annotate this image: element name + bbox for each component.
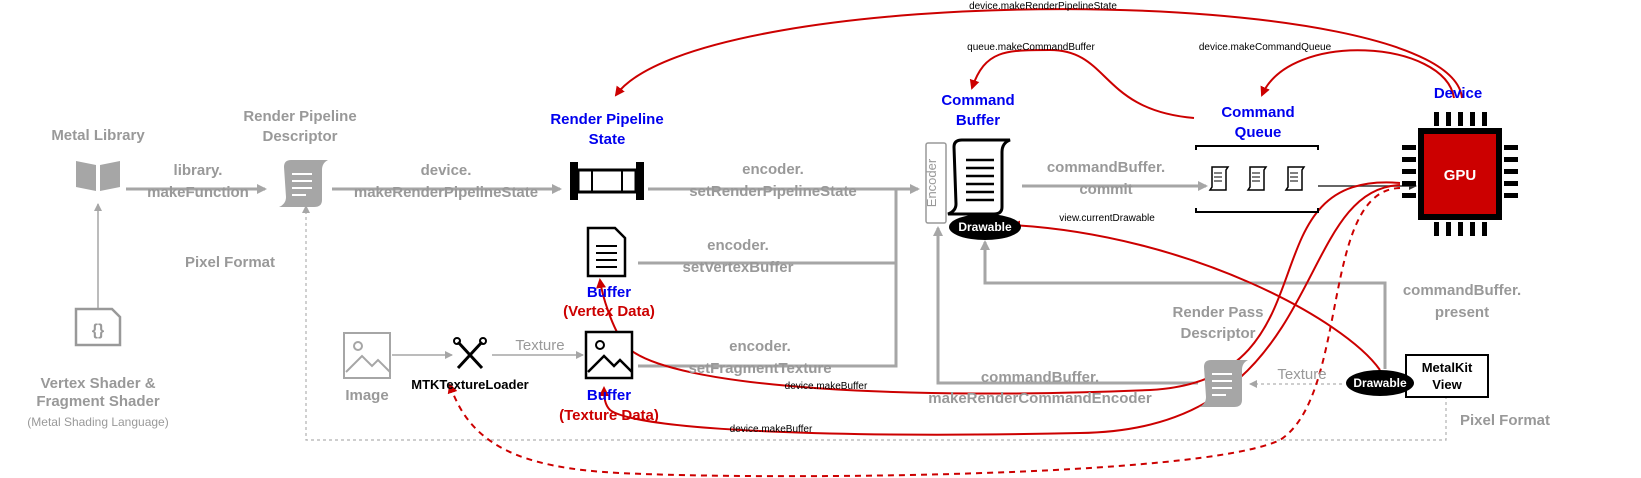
edge-device-make-cq bbox=[1260, 49, 1455, 99]
edge-label-set-rps: setRenderPipelineState bbox=[689, 183, 857, 200]
edge-label-make-rps: makeRenderPipelineState bbox=[354, 184, 538, 201]
edge-label-cb-commit: commandBuffer. bbox=[1047, 159, 1165, 176]
device-label: Device bbox=[1434, 85, 1482, 102]
texture-right-label: Texture bbox=[1277, 366, 1326, 383]
edge-label-device-make-cq: device.makeCommandQueue bbox=[1199, 42, 1332, 53]
edge-label-queue-make-cb: queue.makeCommandBuffer bbox=[967, 42, 1095, 53]
edge-label-top-make-rps: device.makeRenderPipelineState bbox=[969, 1, 1117, 12]
edge-label-set-vb: setVertexBuffer bbox=[683, 259, 794, 276]
edge-label-encoder-ft: encoder. bbox=[729, 338, 791, 355]
gpu-chip-icon bbox=[1402, 112, 1518, 236]
drawable-label: Drawable bbox=[958, 220, 1012, 234]
edge-label-make-function: makeFunction bbox=[147, 184, 249, 201]
rpassd-label-line2: Descriptor bbox=[1180, 325, 1255, 342]
mtk-loader-label: MTKTextureLoader bbox=[411, 377, 529, 392]
edge-label-encoder-vb: encoder. bbox=[707, 237, 769, 254]
image-label: Image bbox=[345, 387, 388, 404]
edge-device-make-rps bbox=[614, 8, 1463, 99]
edge-label-cb-present: commandBuffer. bbox=[1403, 282, 1521, 299]
edge-label-set-ft: setFragmentTexture bbox=[688, 360, 831, 377]
buffer-vertex-label: Buffer bbox=[587, 284, 631, 301]
shader-title-line2: Fragment Shader bbox=[36, 393, 160, 410]
render-pass-scroll-icon bbox=[1199, 360, 1248, 407]
command-queue-icon bbox=[1195, 145, 1319, 213]
cq-label-line2: Queue bbox=[1235, 124, 1282, 141]
edge-device-texture-loader-dashed bbox=[447, 187, 1401, 478]
encoder-label: Encoder bbox=[924, 158, 939, 207]
edge-rpassd-to-encoder bbox=[933, 226, 1198, 385]
pipeline-icon bbox=[570, 162, 644, 200]
edge-view-current-drawable bbox=[1010, 220, 1381, 371]
mkview-label-line2: View bbox=[1432, 377, 1462, 392]
tools-icon bbox=[453, 337, 487, 370]
edge-label-library: library. bbox=[174, 162, 223, 179]
command-buffer-scroll-icon bbox=[947, 138, 1011, 216]
edge-pixel-format-dashed bbox=[302, 205, 1447, 441]
cb-label-line1: Command bbox=[941, 92, 1014, 109]
drawable-badge: Drawable bbox=[949, 214, 1021, 240]
rps-label-line1: Render Pipeline bbox=[550, 111, 663, 128]
texture-data-label: (Texture Data) bbox=[559, 407, 659, 424]
encoder-box: Encoder bbox=[924, 142, 947, 224]
edge-queue-make-cb bbox=[969, 48, 1195, 119]
edge-label-make-buffer-1: device.makeBuffer bbox=[785, 381, 868, 392]
scroll-icon bbox=[279, 160, 328, 207]
edge-view-present-to-drawable bbox=[980, 240, 1387, 369]
pixel-format-right-label: Pixel Format bbox=[1460, 412, 1550, 429]
rpd-label-line1: Render Pipeline bbox=[243, 108, 356, 125]
edge-label-view-current-drawable: view.currentDrawable bbox=[1059, 213, 1155, 224]
edge-label-device: device. bbox=[421, 162, 472, 179]
rpassd-label-line1: Render Pass bbox=[1173, 304, 1264, 321]
cq-label-line1: Command bbox=[1221, 104, 1294, 121]
edge-texture-buffer-to-cb bbox=[638, 263, 898, 368]
drawable-right-badge: Drawable bbox=[1346, 370, 1414, 396]
vertex-data-label: (Vertex Data) bbox=[563, 303, 655, 320]
edge-label-make-buffer-2: device.makeBuffer bbox=[730, 424, 813, 435]
cb-label-line2: Buffer bbox=[956, 112, 1000, 129]
document-icon bbox=[586, 226, 627, 278]
gpu-label: GPU bbox=[1444, 167, 1477, 184]
edge-device-make-buffer-texture bbox=[599, 184, 1401, 436]
code-file-icon: {} bbox=[74, 307, 122, 347]
shader-language-label: (Metal Shading Language) bbox=[27, 415, 168, 429]
metalkit-view-box: MetalKit View bbox=[1405, 354, 1489, 398]
texture-edge-label: Texture bbox=[515, 337, 564, 354]
image-icon bbox=[343, 332, 391, 379]
book-icon bbox=[76, 161, 120, 191]
pixel-format-left-label: Pixel Format bbox=[185, 254, 275, 271]
mkview-label-line1: MetalKit bbox=[1422, 360, 1473, 375]
buffer-texture-label: Buffer bbox=[587, 387, 631, 404]
edge-label-make-rce: makeRenderCommandEncoder bbox=[928, 390, 1152, 407]
drawable-right-label: Drawable bbox=[1353, 376, 1407, 390]
edge-label-encoder-rps: encoder. bbox=[742, 161, 804, 178]
rps-label-line2: State bbox=[589, 131, 626, 148]
edge-label-commit: commit bbox=[1079, 181, 1132, 198]
texture-image-icon bbox=[584, 330, 634, 380]
edge-label-cb-mrce: commandBuffer. bbox=[981, 369, 1099, 386]
edge-label-present: present bbox=[1435, 304, 1489, 321]
shader-title-line1: Vertex Shader & bbox=[40, 375, 155, 392]
metal-library-label: Metal Library bbox=[51, 127, 145, 144]
rpd-label-line2: Descriptor bbox=[262, 128, 337, 145]
svg-text:{}: {} bbox=[92, 322, 104, 339]
